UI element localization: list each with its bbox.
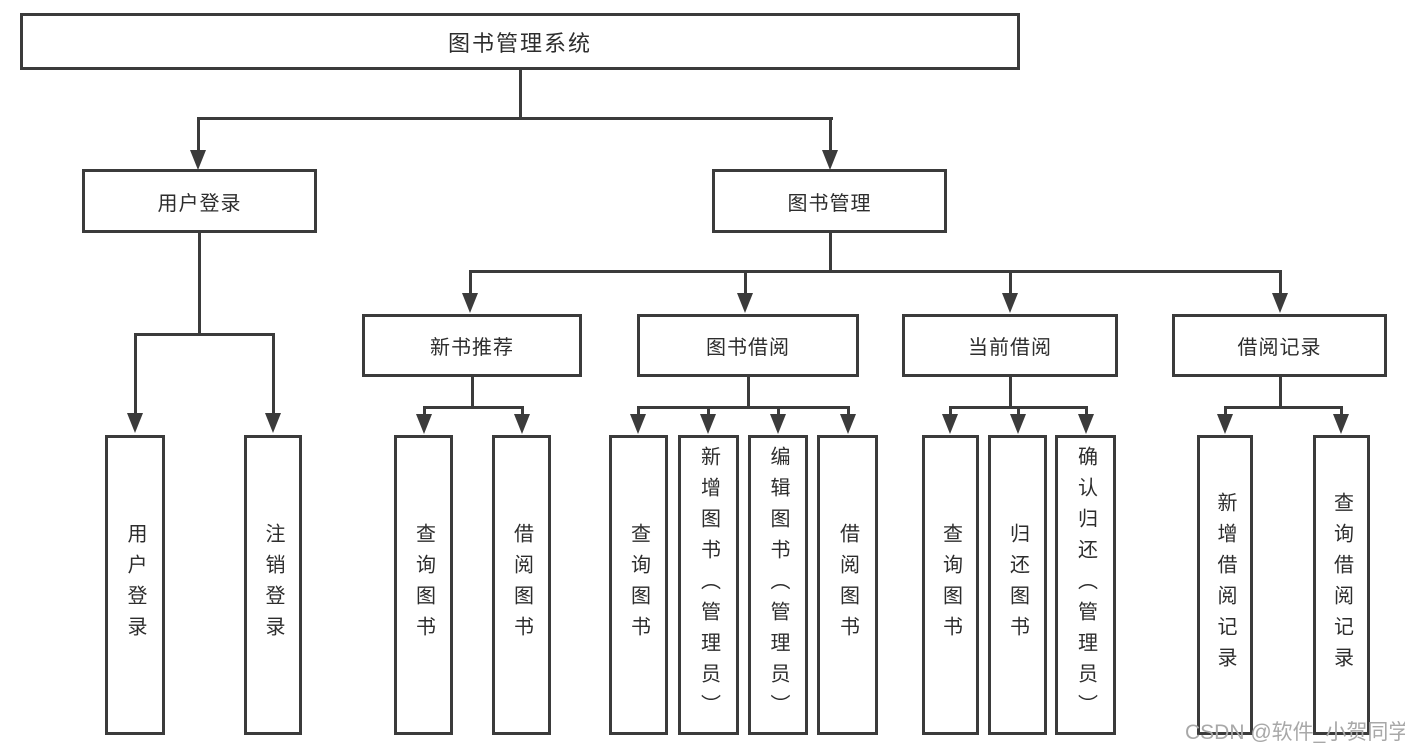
arrow-down-icon xyxy=(416,414,432,434)
node-label: 图书管理系统 xyxy=(447,30,592,56)
leaf-borrow-books-recommend: 借阅图书 xyxy=(492,435,551,735)
connector-line xyxy=(197,117,833,120)
connector-line xyxy=(637,406,640,416)
leaf-query-books-current: 查询图书 xyxy=(922,435,979,735)
leaf-borrow-books-borrow: 借阅图书 xyxy=(817,435,878,735)
arrow-down-icon xyxy=(942,414,958,434)
node-label: 归还图书 xyxy=(1006,523,1029,647)
arrow-down-icon xyxy=(1078,414,1094,434)
node-label: 查询图书 xyxy=(412,523,435,647)
node-label: 查询借阅记录 xyxy=(1330,492,1353,678)
connector-line xyxy=(744,270,747,294)
node-current-borrowing: 当前借阅 xyxy=(902,314,1118,377)
csdn-watermark: CSDN @软件_小贺同学 xyxy=(1185,721,1405,744)
node-label: 借阅图书 xyxy=(510,523,533,647)
arrow-down-icon xyxy=(840,414,856,434)
leaf-return-book: 归还图书 xyxy=(988,435,1047,735)
leaf-query-books-recommend: 查询图书 xyxy=(394,435,453,735)
connector-line xyxy=(197,117,200,153)
leaf-edit-book-admin: 编辑图书（管理员） xyxy=(748,435,808,735)
node-label: 当前借阅 xyxy=(968,337,1052,359)
node-label: 借阅记录 xyxy=(1237,337,1322,359)
leaf-user-login: 用户登录 xyxy=(105,435,165,735)
node-label: 查询图书 xyxy=(627,523,650,647)
connector-line xyxy=(637,406,850,409)
connector-line xyxy=(707,406,710,416)
node-label: 查询图书 xyxy=(939,523,962,647)
connector-line xyxy=(1279,377,1282,408)
connector-line xyxy=(1279,270,1282,294)
arrow-down-icon xyxy=(737,293,753,313)
connector-line xyxy=(134,333,137,414)
connector-line xyxy=(847,406,850,416)
connector-line xyxy=(1017,406,1020,416)
arrow-down-icon xyxy=(1217,414,1233,434)
node-label: 注销登录 xyxy=(262,523,284,647)
arrow-down-icon xyxy=(1010,414,1026,434)
node-borrowing-records: 借阅记录 xyxy=(1172,314,1387,377)
connector-line xyxy=(747,377,750,408)
node-label: 用户登录 xyxy=(124,523,146,647)
connector-line xyxy=(829,117,832,153)
connector-line xyxy=(1009,270,1012,294)
arrow-down-icon xyxy=(127,413,143,433)
arrow-down-icon xyxy=(265,413,281,433)
connector-line xyxy=(469,270,472,294)
leaf-query-books-borrow: 查询图书 xyxy=(609,435,668,735)
connector-line xyxy=(134,333,275,336)
connector-line xyxy=(272,333,275,414)
arrow-down-icon xyxy=(630,414,646,434)
connector-line xyxy=(1009,377,1012,408)
node-book-management: 图书管理 xyxy=(712,169,947,233)
connector-line xyxy=(423,406,524,409)
node-book-borrowing: 图书借阅 xyxy=(637,314,859,377)
leaf-logout: 注销登录 xyxy=(244,435,302,735)
arrow-down-icon xyxy=(462,293,478,313)
connector-line xyxy=(829,233,832,272)
node-label: 确认归还（管理员） xyxy=(1074,445,1097,725)
connector-line xyxy=(469,270,1282,273)
connector-line xyxy=(471,377,474,408)
arrow-down-icon xyxy=(190,150,206,170)
connector-line xyxy=(949,406,952,416)
leaf-query-borrow-record: 查询借阅记录 xyxy=(1313,435,1370,735)
node-user-login: 用户登录 xyxy=(82,169,317,233)
arrow-down-icon xyxy=(770,414,786,434)
arrow-down-icon xyxy=(1333,414,1349,434)
connector-line xyxy=(777,406,780,416)
node-label: 用户登录 xyxy=(157,192,242,215)
leaf-confirm-return-admin: 确认归还（管理员） xyxy=(1055,435,1116,735)
leaf-add-borrow-record: 新增借阅记录 xyxy=(1197,435,1253,735)
node-label: 图书借阅 xyxy=(706,337,790,359)
connector-line xyxy=(1085,406,1088,416)
connector-line xyxy=(198,233,201,335)
connector-line xyxy=(519,70,522,119)
node-new-book-recommendation: 新书推荐 xyxy=(362,314,582,377)
arrow-down-icon xyxy=(1272,293,1288,313)
connector-line xyxy=(1340,406,1343,416)
node-label: 新增借阅记录 xyxy=(1214,492,1236,678)
node-label: 借阅图书 xyxy=(836,523,859,647)
node-library-management-system: 图书管理系统 xyxy=(20,13,1020,70)
connector-line xyxy=(521,406,524,416)
arrow-down-icon xyxy=(1002,293,1018,313)
node-label: 编辑图书（管理员） xyxy=(767,445,789,725)
arrow-down-icon xyxy=(514,414,530,434)
node-label: 图书管理 xyxy=(787,192,872,215)
connector-line xyxy=(1224,406,1343,409)
node-label: 新增图书（管理员） xyxy=(697,445,720,725)
arrow-down-icon xyxy=(700,414,716,434)
node-label: 新书推荐 xyxy=(430,337,514,359)
connector-line xyxy=(1224,406,1227,416)
leaf-add-book-admin: 新增图书（管理员） xyxy=(678,435,739,735)
connector-line xyxy=(423,406,426,416)
arrow-down-icon xyxy=(822,150,838,170)
